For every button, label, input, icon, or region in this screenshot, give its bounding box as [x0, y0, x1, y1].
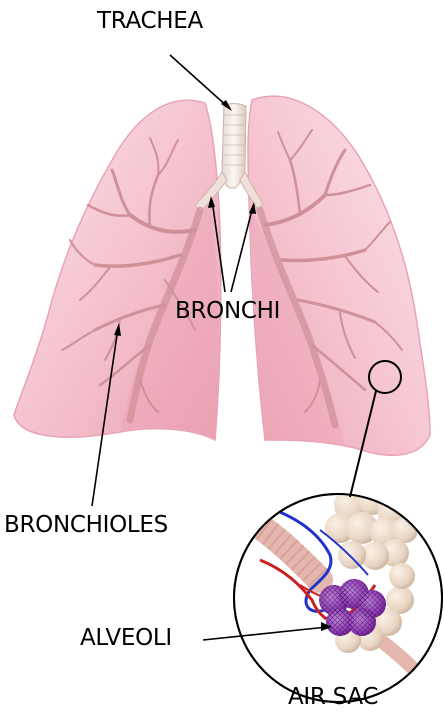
- label-bronchioles: BRONCHIOLES: [4, 512, 168, 538]
- label-trachea: TRACHEA: [97, 8, 203, 34]
- label-bronchi: BRONCHI: [175, 298, 280, 324]
- air-sac-inset: [234, 485, 444, 702]
- label-alveoli: ALVEOLI: [80, 625, 172, 651]
- label-air-sac: AIR SAC: [288, 684, 378, 710]
